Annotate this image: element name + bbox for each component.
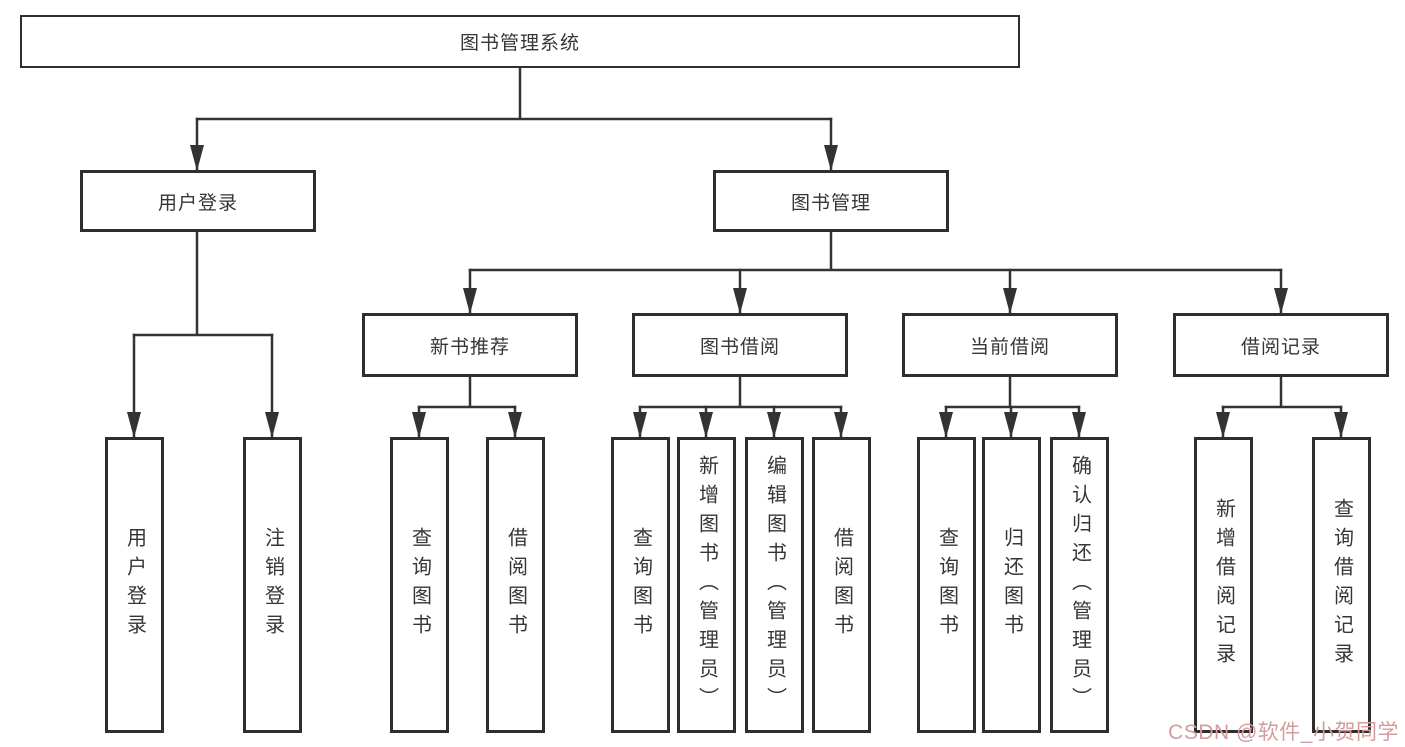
leaf-edit-books-admin: 编辑图书（管理员） [745, 437, 804, 733]
leaf-label: 编辑图书（管理员） [763, 454, 786, 716]
leaf-borrow-books-recommend: 借阅图书 [486, 437, 545, 733]
node-label: 当前借阅 [969, 336, 1050, 358]
node-borrowing-records: 借阅记录 [1173, 313, 1389, 377]
node-root-label: 图书管理系统 [459, 33, 580, 54]
node-label: 用户登录 [157, 192, 238, 214]
node-current-borrowing: 当前借阅 [902, 313, 1118, 377]
leaf-label: 确认归还（管理员） [1068, 454, 1091, 716]
leaf-add-borrow-record: 新增借阅记录 [1194, 437, 1253, 733]
leaf-label: 借阅图书 [830, 527, 853, 643]
leaf-label: 查询图书 [629, 527, 652, 643]
node-root-system: 图书管理系统 [20, 15, 1020, 68]
leaf-label: 查询图书 [935, 527, 958, 643]
node-label: 图书管理 [790, 192, 871, 214]
leaf-label: 新增图书（管理员） [695, 454, 718, 716]
node-label: 新书推荐 [429, 336, 510, 358]
leaf-confirm-return-admin: 确认归还（管理员） [1050, 437, 1109, 733]
csdn-watermark: CSDN @软件_小贺同学 [1168, 721, 1399, 744]
leaf-query-books-current: 查询图书 [917, 437, 976, 733]
node-book-management-branch: 图书管理 [713, 170, 949, 232]
node-new-book-recommend: 新书推荐 [362, 313, 578, 377]
node-label: 借阅记录 [1240, 336, 1321, 358]
leaf-label: 用户登录 [123, 527, 146, 643]
node-user-login-branch: 用户登录 [80, 170, 316, 232]
leaf-label: 注销登录 [261, 527, 284, 643]
leaf-return-books: 归还图书 [982, 437, 1041, 733]
leaf-query-books-recommend: 查询图书 [390, 437, 449, 733]
leaf-label: 借阅图书 [504, 527, 527, 643]
leaf-query-borrow-record: 查询借阅记录 [1312, 437, 1371, 733]
node-label: 图书借阅 [699, 336, 780, 358]
leaf-borrow-books: 借阅图书 [812, 437, 871, 733]
leaf-label: 新增借阅记录 [1212, 498, 1235, 672]
leaf-label: 查询借阅记录 [1330, 498, 1353, 672]
leaf-add-books-admin: 新增图书（管理员） [677, 437, 736, 733]
leaf-query-books-borrow: 查询图书 [611, 437, 670, 733]
leaf-user-login: 用户登录 [105, 437, 164, 733]
leaf-label: 归还图书 [1000, 527, 1023, 643]
node-book-borrowing: 图书借阅 [632, 313, 848, 377]
leaf-label: 查询图书 [408, 527, 431, 643]
leaf-logout: 注销登录 [243, 437, 302, 733]
